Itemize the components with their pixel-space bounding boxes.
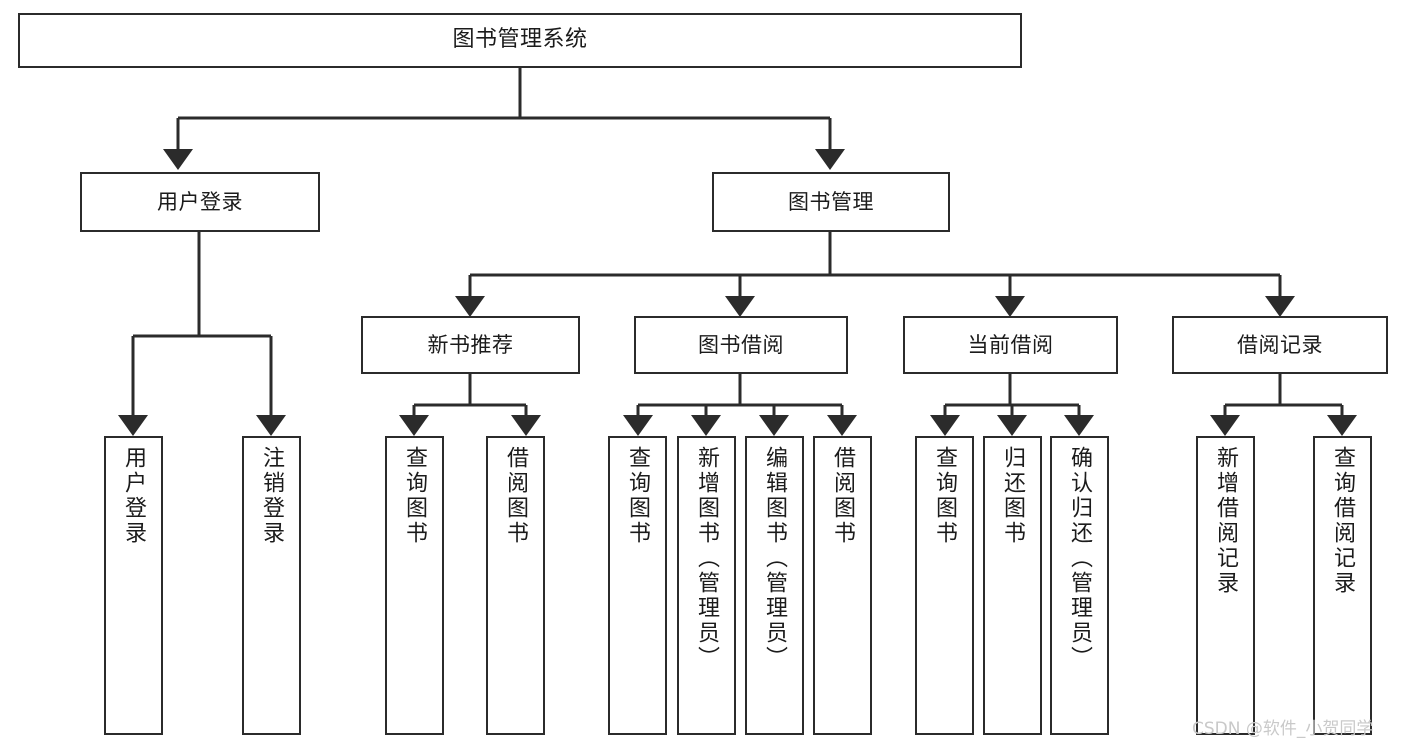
node-label: 查询图书 <box>402 446 428 546</box>
node-label: 新增图书（管理员） <box>694 446 720 671</box>
leaf-query-borrow-record[interactable]: 查询借阅记录 <box>1313 436 1372 735</box>
node-root-system[interactable]: 图书管理系统 <box>18 13 1022 68</box>
node-label: 编辑图书（管理员） <box>762 446 788 671</box>
node-label: 借阅图书 <box>830 446 856 546</box>
node-user-login[interactable]: 用户登录 <box>80 172 320 232</box>
leaf-query-book-borrow[interactable]: 查询图书 <box>608 436 667 735</box>
leaf-query-book-current[interactable]: 查询图书 <box>915 436 974 735</box>
node-label: 图书管理 <box>788 189 874 214</box>
node-label: 查询图书 <box>625 446 651 546</box>
node-label: 注销登录 <box>259 446 285 546</box>
node-book-borrow[interactable]: 图书借阅 <box>634 316 848 374</box>
leaf-confirm-return-admin[interactable]: 确认归还（管理员） <box>1050 436 1109 735</box>
node-label: 图书借阅 <box>698 332 784 357</box>
node-new-book-recommend[interactable]: 新书推荐 <box>361 316 580 374</box>
node-label: 新增借阅记录 <box>1213 446 1239 596</box>
leaf-add-borrow-record[interactable]: 新增借阅记录 <box>1196 436 1255 735</box>
csdn-watermark: CSDN @软件_小贺同学 <box>1192 719 1374 739</box>
leaf-add-book-admin[interactable]: 新增图书（管理员） <box>677 436 736 735</box>
node-label: 借阅记录 <box>1237 332 1323 357</box>
node-label: 用户登录 <box>121 446 147 546</box>
node-borrow-record[interactable]: 借阅记录 <box>1172 316 1388 374</box>
leaf-query-book-recommend[interactable]: 查询图书 <box>385 436 444 735</box>
node-current-borrow[interactable]: 当前借阅 <box>903 316 1118 374</box>
node-label: 查询图书 <box>932 446 958 546</box>
node-label: 查询借阅记录 <box>1330 446 1356 596</box>
leaf-user-login[interactable]: 用户登录 <box>104 436 163 735</box>
leaf-borrow-book[interactable]: 借阅图书 <box>813 436 872 735</box>
node-label: 当前借阅 <box>967 332 1054 357</box>
leaf-logout-login[interactable]: 注销登录 <box>242 436 301 735</box>
node-label: 新书推荐 <box>427 332 514 357</box>
node-label: 用户登录 <box>157 189 243 214</box>
node-label: 图书管理系统 <box>452 27 588 53</box>
node-label: 确认归还（管理员） <box>1067 446 1093 671</box>
node-label: 借阅图书 <box>503 446 529 546</box>
leaf-borrow-book-recommend[interactable]: 借阅图书 <box>486 436 545 735</box>
node-label: 归还图书 <box>1000 446 1026 546</box>
node-book-management[interactable]: 图书管理 <box>712 172 950 232</box>
leaf-edit-book-admin[interactable]: 编辑图书（管理员） <box>745 436 804 735</box>
leaf-return-book[interactable]: 归还图书 <box>983 436 1042 735</box>
